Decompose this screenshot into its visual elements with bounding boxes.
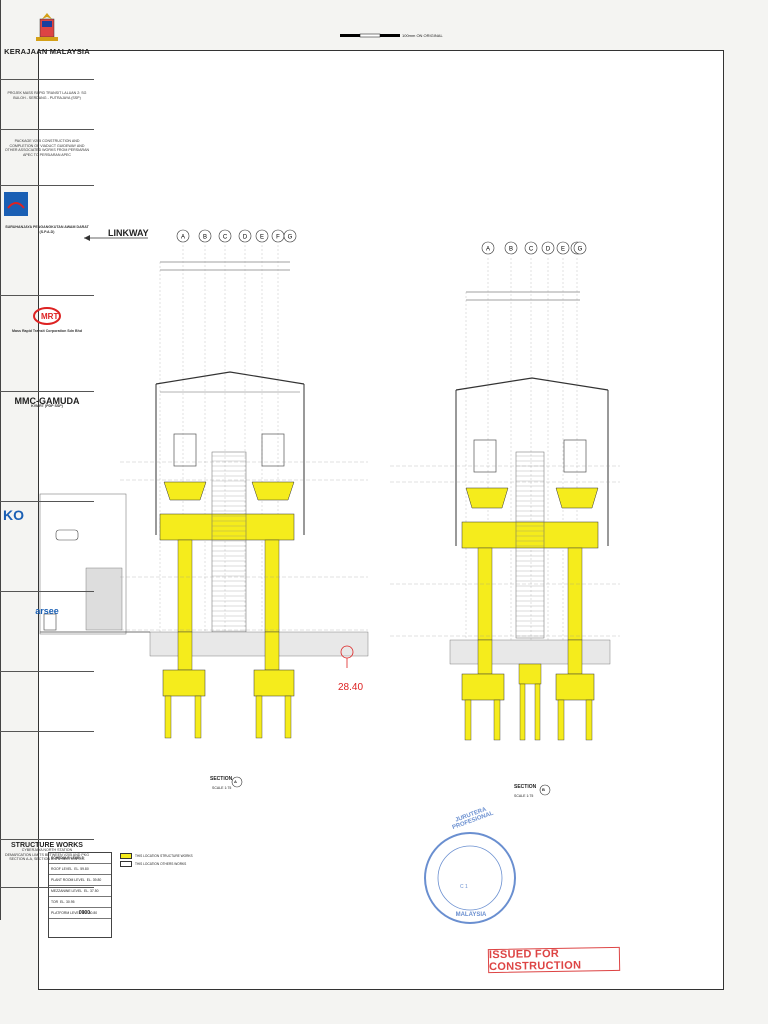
- grid-label: B: [509, 247, 513, 253]
- grid-label: C: [223, 235, 228, 241]
- arsee-logo: arsee: [35, 606, 59, 616]
- sheet-desc: DEMARCATION LIMITS BETWEEN V205 AND PKG …: [4, 852, 89, 862]
- grid-bubble-a: [481, 241, 495, 255]
- arsee-cell: arsee: [0, 592, 94, 672]
- mrt-cell: MRT Mass Rapid Transit Corporation Sdn B…: [0, 296, 94, 392]
- package-cell: PACKAGE V205 CONSTRUCTION AND COMPLETION…: [0, 130, 94, 186]
- handwritten-level: 28.40: [338, 682, 364, 693]
- package-desc: PACKAGE V205 CONSTRUCTION AND COMPLETION…: [4, 139, 90, 157]
- mmc-name: MMC-GAMUDA: [14, 396, 80, 406]
- legend-item: THIS LOCATION OTHERS WORKS: [120, 861, 193, 867]
- section-b-scale: SCALE 1:75: [514, 794, 534, 798]
- scale-bar: 100mm ON ORIGINAL: [340, 32, 443, 40]
- pe-stamp-center: C 1: [460, 884, 468, 890]
- section-a-scale: SCALE 1:75: [212, 786, 232, 790]
- grid-bubble-g: [283, 229, 297, 243]
- section-b-title: SECTION: [514, 784, 537, 790]
- svg-text:MRT: MRT: [41, 312, 58, 321]
- grid-bubble-b: [504, 241, 518, 255]
- section-b-tag: B: [542, 787, 545, 792]
- legend-item: THIS LOCATION STRUCTURE WORKS: [120, 853, 193, 859]
- grid-label: G: [578, 247, 583, 253]
- consultant-cell: KO: [0, 502, 94, 592]
- issued-for-construction-stamp: ISSUED FOR CONSTRUCTION: [487, 946, 621, 974]
- grid-bubble-d: [541, 241, 555, 255]
- spad-logo-icon: [4, 192, 28, 216]
- grid-label: A: [486, 247, 490, 253]
- kvmrt-name: KVMRT (PDP SSP): [31, 404, 63, 408]
- linkway-label: LINKWAY: [108, 228, 149, 238]
- spad-name: SURUHANJAYA PENGANGKUTAN AWAM DARAT (S.P…: [5, 225, 89, 234]
- grid-label: F: [276, 235, 280, 241]
- schedule-levels-table: SCHEDULE LEVELS ROOF LEVEL EL. 59.80 PLA…: [48, 852, 112, 938]
- grid-bubble-b: [198, 229, 212, 243]
- mrt-logo-icon: MRT: [33, 307, 61, 325]
- grid-bubble-d: [238, 229, 252, 243]
- schedule-row: TOR EL. 30.95: [49, 897, 111, 908]
- gov-cell: KERAJAAN MALAYSIA: [0, 0, 94, 80]
- scale-label: 100mm ON ORIGINAL: [402, 33, 443, 38]
- revision-table: [0, 672, 94, 732]
- grid-label: E: [561, 247, 565, 253]
- grid-label: D: [546, 247, 551, 253]
- schedule-row: ROOF LEVEL EL. 59.80: [49, 864, 111, 875]
- grid-bubble-c: [218, 229, 232, 243]
- spad-cell: SURUHANJAYA PENGANGKUTAN AWAM DARAT (S.P…: [0, 186, 94, 296]
- revision-number: 0000: [78, 910, 90, 916]
- pe-stamp-bottom: MALAYSIA: [455, 912, 487, 918]
- mrt-name: Mass Rapid Transit Corporation Sdn Bhd: [11, 329, 83, 333]
- section-a-title: SECTION: [210, 776, 233, 782]
- drawing-number-cell: 0000: [0, 888, 94, 920]
- grid-label: G: [288, 235, 293, 241]
- mmc-cell: MMC-GAMUDA KVMRT (PDP SSP): [0, 392, 94, 502]
- schedule-row: PLANT ROOM LEVEL EL. 39.80: [49, 875, 111, 886]
- consultant-logo: KO: [3, 507, 24, 523]
- schedule-row: PLATFORM LEVEL EL. 30.80: [49, 908, 111, 919]
- legend: THIS LOCATION STRUCTURE WORKS THIS LOCAT…: [120, 853, 193, 867]
- grid-label: A: [181, 235, 185, 241]
- grid-bubbles-a: A B C D E F G: [176, 229, 297, 243]
- grid-label: E: [260, 235, 264, 241]
- sheet-title: STRUCTURE WORKS: [11, 842, 83, 849]
- sheet-title-cell: STRUCTURE WORKS CYBERJAYA NORTH STATION …: [0, 840, 94, 888]
- grid-bubble-c: [524, 241, 538, 255]
- drawing-sheet: [38, 50, 724, 990]
- gov-label: KERAJAAN MALAYSIA: [4, 47, 90, 56]
- schedule-row: MEZZANINE LEVEL EL. 37.50: [49, 886, 111, 897]
- grid-bubble-a: [176, 229, 190, 243]
- station-name: CYBERJAYA NORTH STATION: [21, 848, 73, 852]
- grid-bubble-e: [255, 229, 269, 243]
- project-name: PROJEK MASS RAPID TRANSIT LALUAN 2: SG B…: [7, 91, 87, 100]
- section-drawings: A B C D E F G A B C D E F G: [39, 229, 620, 924]
- grid-label: B: [203, 235, 207, 241]
- signature-table: [0, 732, 94, 840]
- malaysia-coat-of-arms-icon: [36, 13, 58, 41]
- grid-bubble-e: [556, 241, 570, 255]
- title-block: KERAJAAN MALAYSIA PROJEK MASS RAPID TRAN…: [0, 0, 94, 920]
- grid-bubble-g: [573, 241, 587, 255]
- project-cell: PROJEK MASS RAPID TRANSIT LALUAN 2: SG B…: [0, 80, 94, 130]
- schedule-title: SCHEDULE LEVELS: [49, 853, 111, 864]
- grid-label: D: [243, 235, 248, 241]
- section-a-tag: A: [234, 779, 237, 784]
- grid-label: C: [529, 247, 534, 253]
